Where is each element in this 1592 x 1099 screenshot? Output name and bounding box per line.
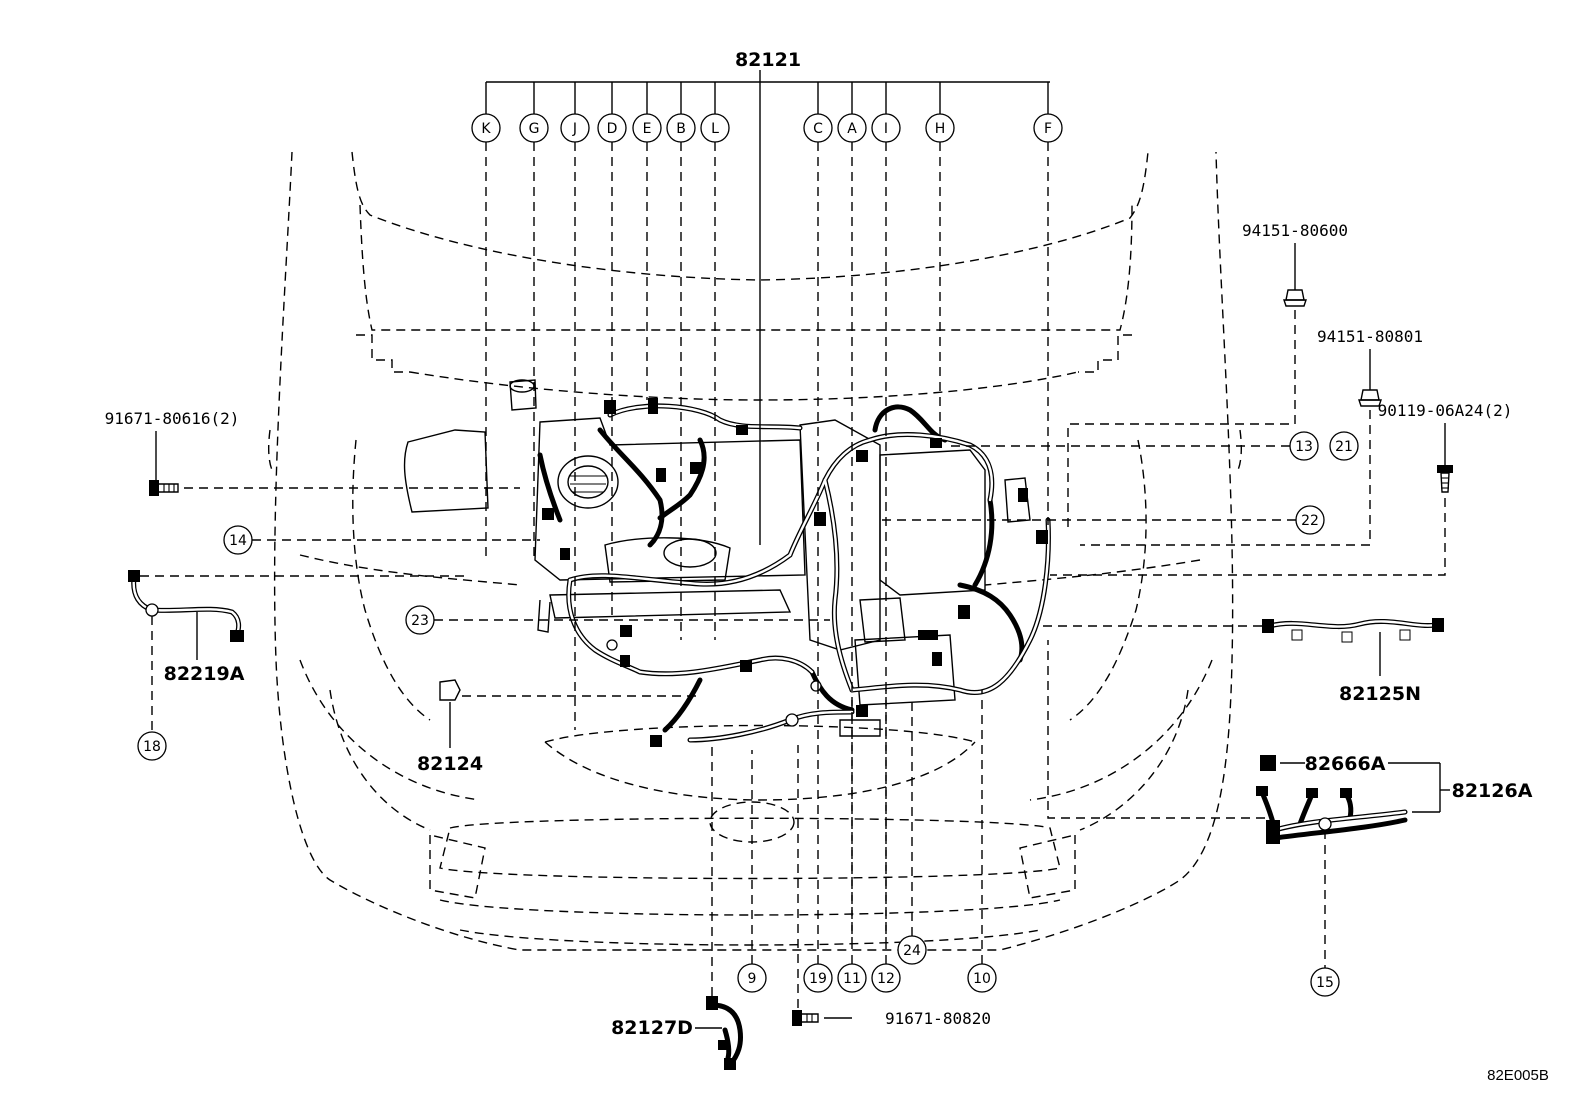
connector-82124: 82124 [417,679,700,775]
callout-14: 14 [223,525,540,555]
branch-G: G [519,82,549,560]
clip-94151-80801: 94151-80801 [1080,327,1423,546]
callout-23: 23 [405,605,830,635]
bolt-90119-06A24: 90119-06A24(2) [1050,401,1513,576]
branch-L: L [700,82,730,640]
branch-K: K [471,82,501,560]
svg-text:22: 22 [1301,513,1319,529]
svg-text:G: G [529,121,540,137]
svg-text:C: C [813,121,823,137]
callout-22: 22 [880,505,1325,535]
vehicle-body-outline [267,151,1243,951]
svg-text:18: 18 [143,739,161,755]
branch-D: D [597,82,627,615]
svg-text:94151-80801: 94151-80801 [1317,327,1423,346]
svg-text:82666A: 82666A [1305,753,1386,775]
svg-text:10: 10 [973,971,991,987]
bolt-91671-80616: 91671-80616(2) [105,409,520,496]
svg-text:82125N: 82125N [1339,683,1421,705]
svg-text:F: F [1044,121,1052,137]
harness-82126A: 82666A 82126A [1047,640,1533,968]
clip-94151-80600: 94151-80600 [1067,221,1348,530]
svg-text:9: 9 [748,971,757,987]
branch-B: B [666,82,696,640]
callout-13: 13 [950,431,1319,461]
svg-text:21: 21 [1335,439,1353,455]
svg-text:D: D [607,121,618,137]
main-assembly-leader: 82121 K G J D E B L C A I H F [471,49,1063,940]
callout-12: 12 [871,690,901,993]
svg-text:23: 23 [411,613,429,629]
svg-text:90119-06A24(2): 90119-06A24(2) [1378,401,1513,420]
callout-21: 21 [1329,431,1359,461]
callout-18: 18 [137,731,167,761]
svg-text:J: J [572,121,577,137]
svg-text:19: 19 [809,971,827,987]
svg-text:94151-80600: 94151-80600 [1242,221,1348,240]
main-assembly-label: 82121 [735,49,801,71]
harness-82127D: 82127D [611,740,743,1070]
callout-10: 10 [967,690,997,993]
svg-text:14: 14 [229,533,247,549]
svg-text:91671-80616(2): 91671-80616(2) [105,409,240,428]
callout-19: 19 [803,690,833,993]
branch-J: J [560,82,590,730]
svg-text:B: B [676,121,686,137]
svg-text:E: E [643,121,652,137]
svg-text:12: 12 [877,971,895,987]
svg-text:A: A [847,121,857,137]
harness-82125N: 82125N [1040,618,1444,705]
svg-text:K: K [481,121,491,137]
callout-11: 11 [837,700,867,993]
branch-E: E [632,82,662,400]
svg-text:I: I [884,121,888,137]
svg-text:11: 11 [843,971,861,987]
branch-F: F [1033,82,1063,525]
harness-82219A: 82219A [128,570,470,732]
svg-text:82127D: 82127D [611,1017,693,1039]
svg-text:13: 13 [1295,439,1313,455]
svg-text:82219A: 82219A [164,663,245,685]
svg-text:82124: 82124 [417,753,483,775]
svg-text:82126A: 82126A [1452,780,1533,802]
branch-C: C [803,82,833,690]
svg-text:15: 15 [1316,975,1334,991]
branch-H: H [925,82,955,440]
svg-text:H: H [935,121,946,137]
svg-text:L: L [711,121,719,137]
callout-15: 15 [1310,967,1340,997]
callout-24: 24 [897,698,927,965]
svg-text:91671-80820: 91671-80820 [885,1009,991,1028]
svg-text:24: 24 [903,943,921,959]
callout-9: 9 [737,750,767,993]
bolt-91671-80820: 91671-80820 [792,745,991,1028]
main-harness-82121 [537,398,1051,747]
diagram-reference-code: 82E005B [1487,1067,1549,1084]
